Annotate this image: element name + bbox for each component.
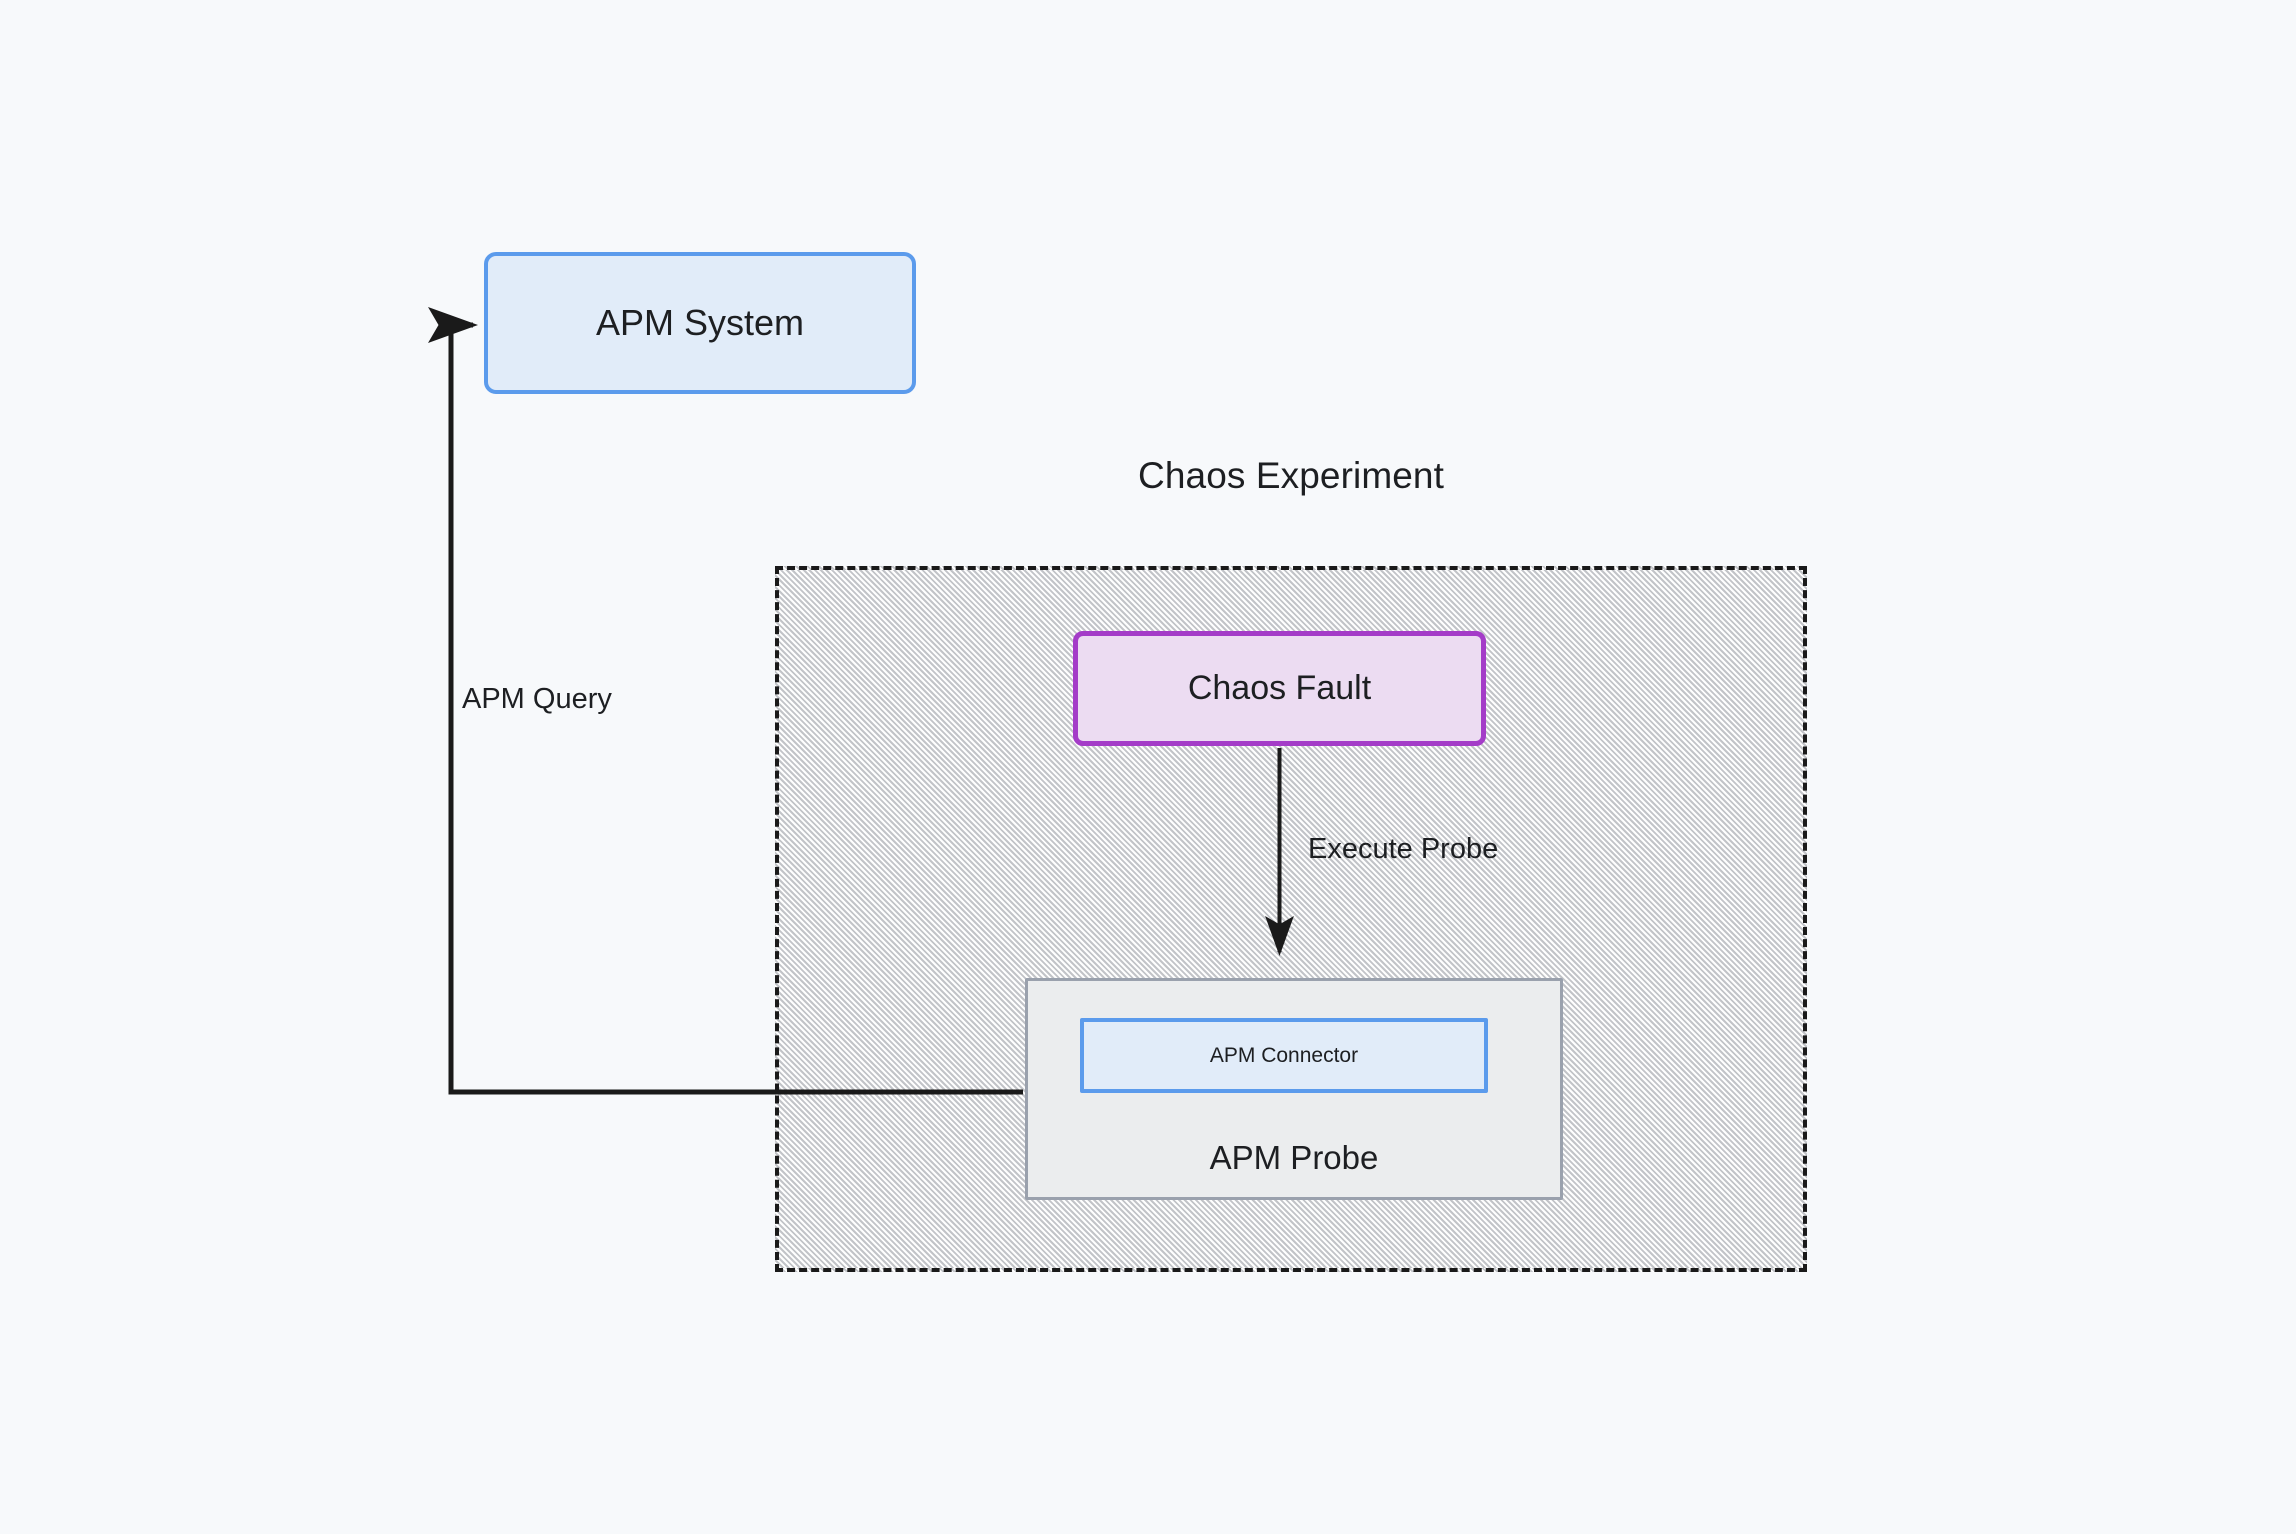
- node-apm-connector-label: APM Connector: [1209, 1043, 1359, 1067]
- node-apm-connector[interactable]: APM Connector: [1080, 1018, 1488, 1093]
- chaos-experiment-title: Chaos Experiment: [1138, 455, 1444, 496]
- node-apm-system-label: APM System: [595, 302, 805, 343]
- node-apm-system[interactable]: APM System: [484, 252, 916, 394]
- node-chaos-fault[interactable]: Chaos Fault: [1073, 631, 1486, 746]
- edge-label-apm-query: APM Query: [462, 683, 612, 715]
- node-chaos-fault-label: Chaos Fault: [1187, 669, 1372, 707]
- edge-label-execute-probe: Execute Probe: [1308, 833, 1499, 865]
- node-apm-probe-label: APM Probe: [1209, 1139, 1379, 1176]
